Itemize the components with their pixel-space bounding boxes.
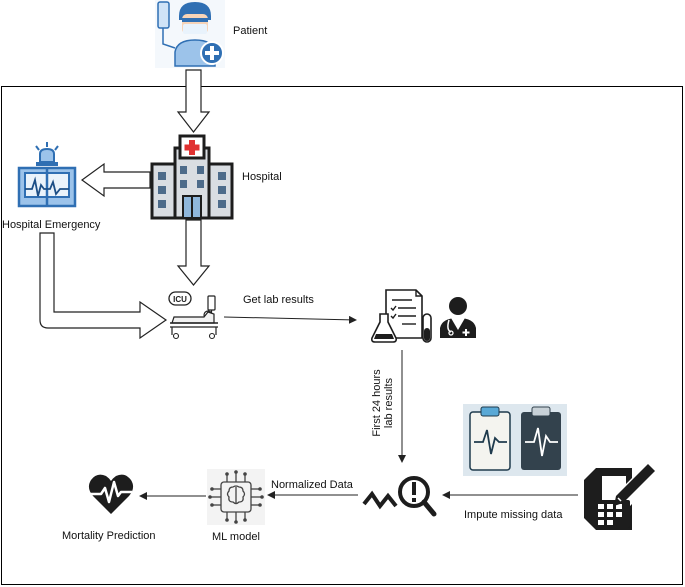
edge-icu-to-lab (223, 315, 357, 324)
edge-label-impute: Impute missing data (464, 509, 563, 521)
ai-chip-icon (207, 469, 265, 525)
calendar-edit-icon (584, 464, 655, 530)
prediction-label: Mortality Prediction (62, 530, 156, 542)
hospital-label: Hospital (242, 171, 282, 183)
arrow-hospital-to-emergency (80, 162, 151, 198)
icu-icon-text: ICU (173, 295, 187, 304)
icu-bed-icon: ICU (168, 291, 218, 340)
patient-icon (155, 0, 225, 68)
edge-label-first-24-line1: First 24 hours (371, 369, 383, 437)
doctor-icon (440, 297, 476, 338)
medical-charts-icon (463, 404, 567, 476)
ambulance-emergency-icon (17, 142, 77, 208)
ml-model-label: ML model (212, 531, 260, 543)
edge-label-first-24-line2: lab results (383, 377, 395, 429)
heart-rate-icon (88, 474, 134, 514)
arrow-emergency-to-icu (39, 232, 168, 340)
lab-report-icon (371, 289, 432, 343)
edge-label-normalized: Normalized Data (271, 479, 353, 491)
data-analysis-icon (362, 476, 437, 517)
arrow-hospital-to-icu (176, 219, 211, 286)
edge-label-get-lab-results: Get lab results (243, 294, 314, 306)
hospital-building-icon (150, 134, 234, 220)
arrow-patient-to-hospital (176, 69, 211, 133)
pipeline-frame (1, 86, 683, 585)
emergency-label: Hospital Emergency (2, 219, 101, 231)
patient-label: Patient (233, 25, 268, 37)
